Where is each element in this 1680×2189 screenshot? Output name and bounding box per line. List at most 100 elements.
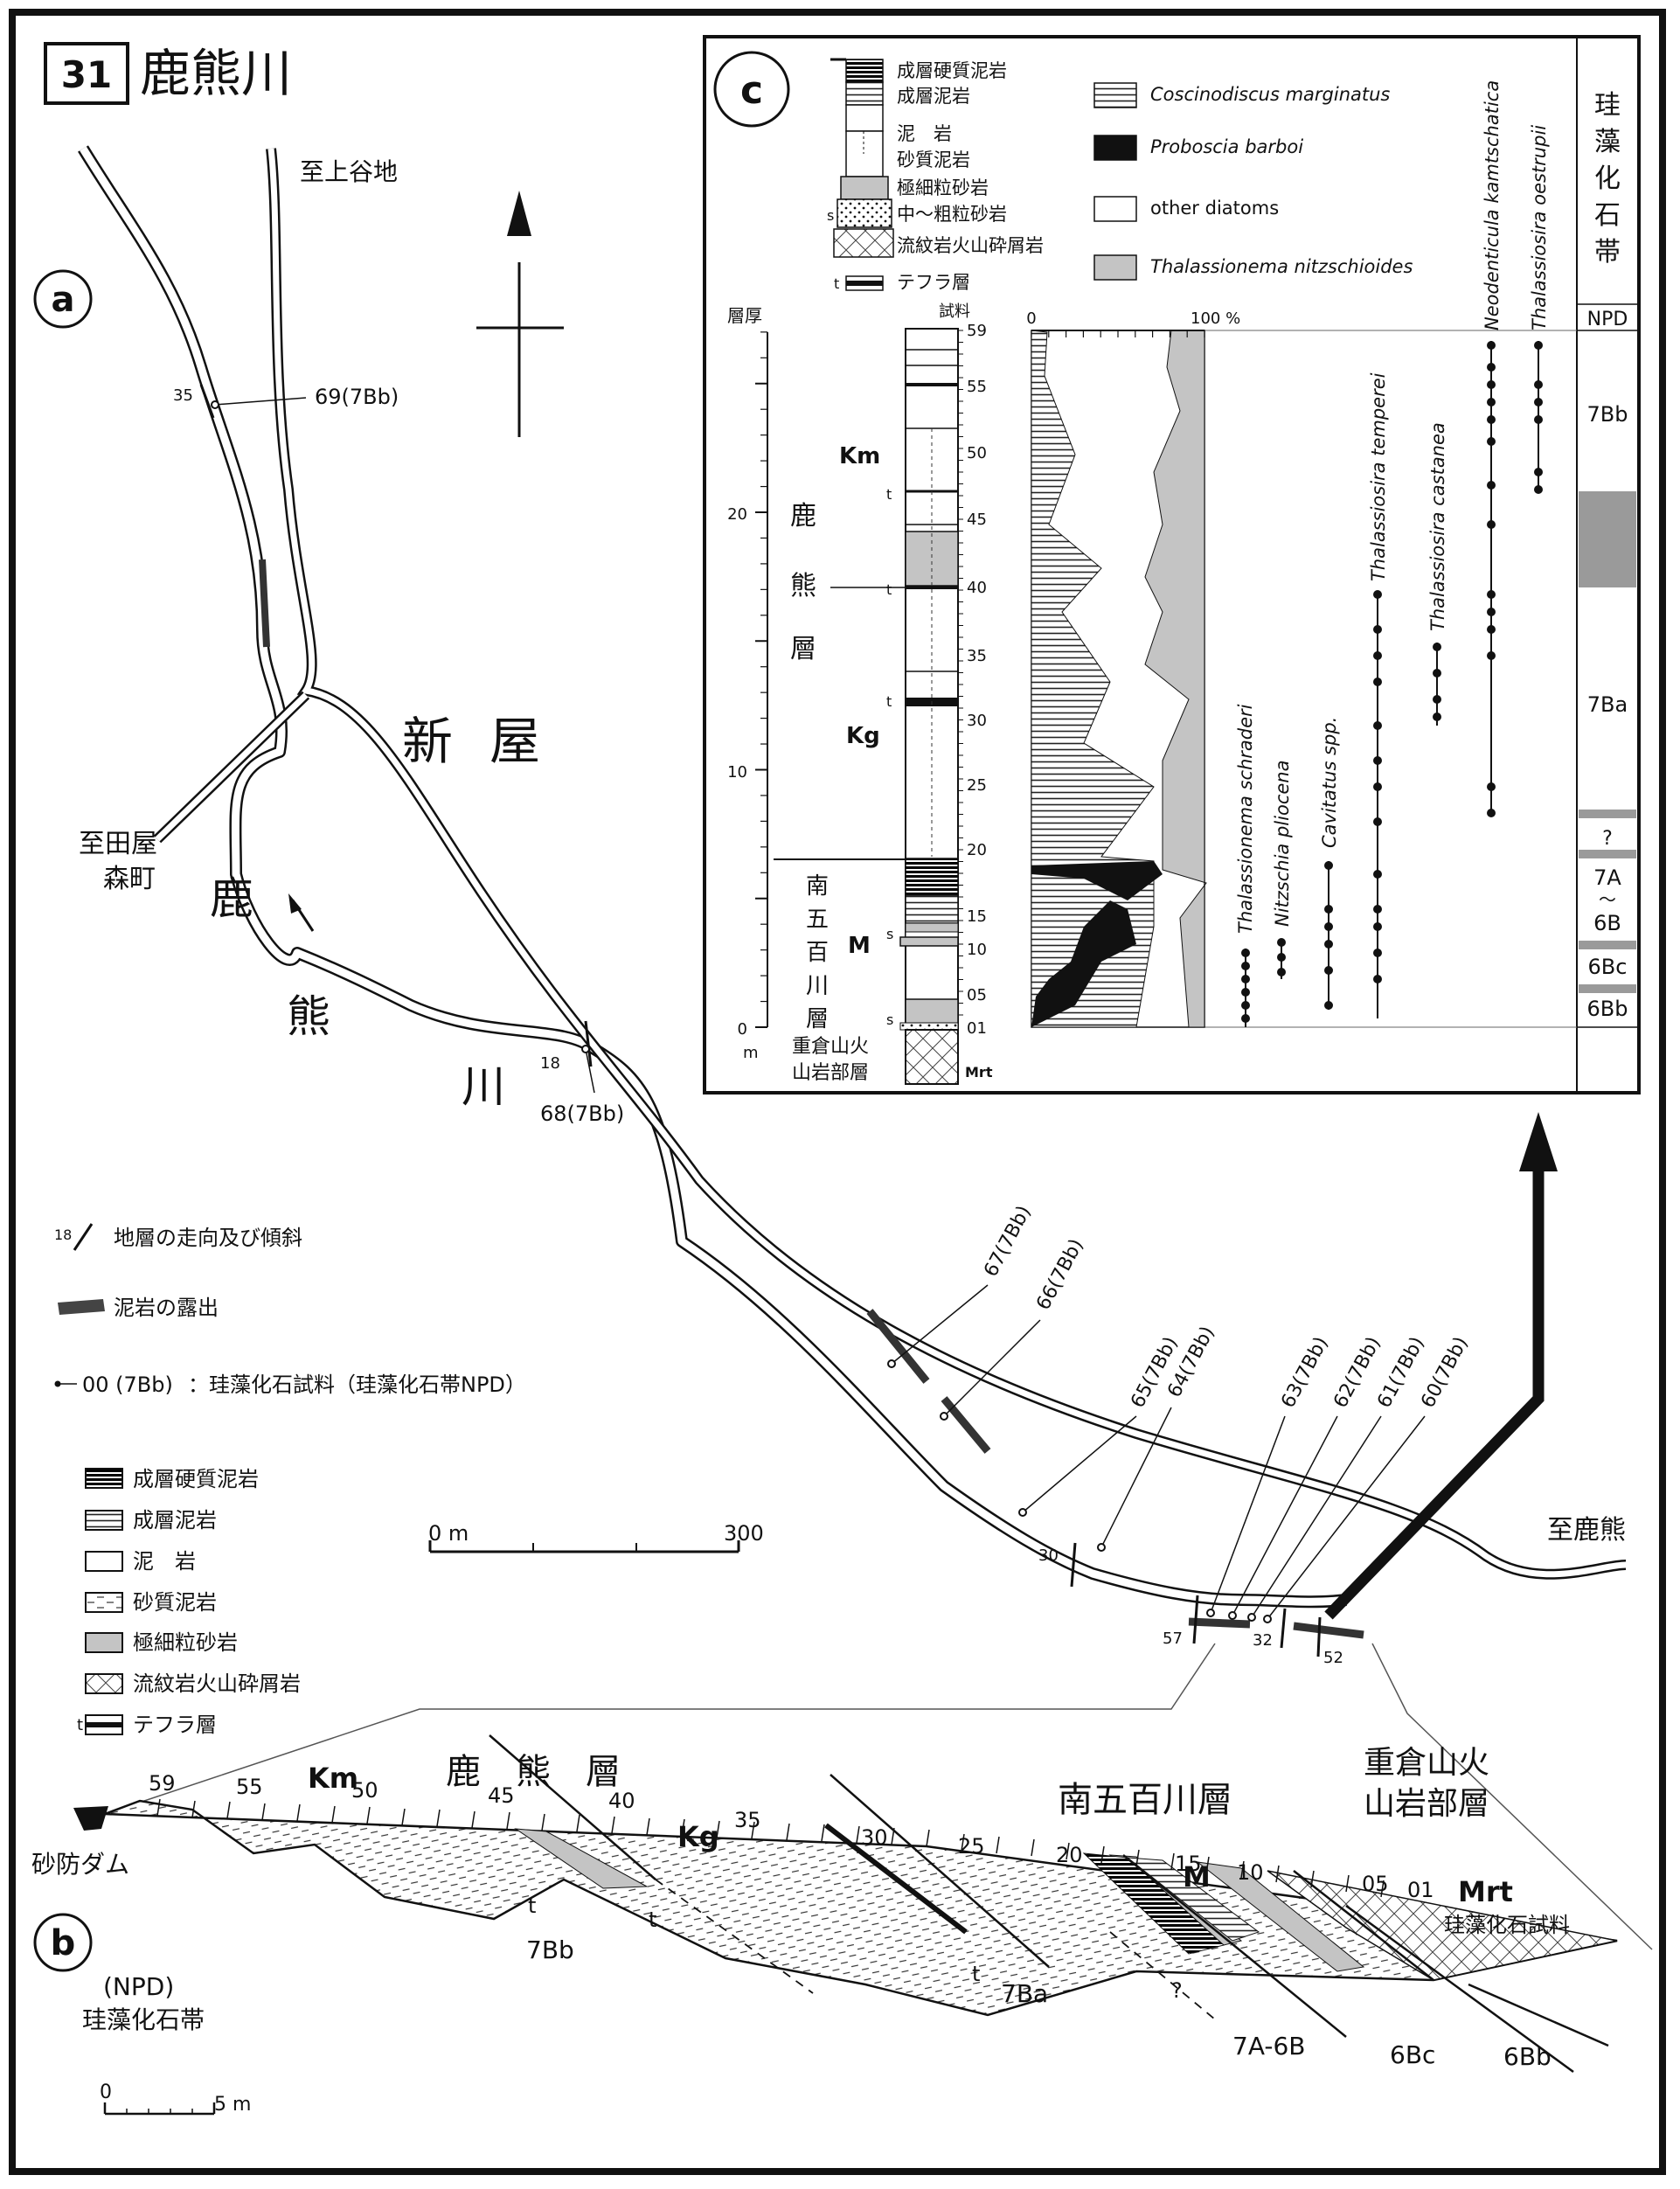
member-mrt: Mrt [1458, 1875, 1513, 1908]
section-sample-number: 30 [861, 1825, 888, 1850]
zone-label: 7A [1593, 865, 1621, 890]
legend-mudstone-outcrop: 泥岩の露出 [114, 1296, 219, 1320]
column-member-m: M [848, 933, 871, 959]
formation-shikakuma: 鹿 熊 層 [446, 1752, 621, 1792]
column-formation-char: 五 [806, 907, 829, 933]
panel-c-label: c [740, 68, 763, 113]
legend-tephra-mark: t [77, 1716, 83, 1734]
column-legend-label: 砂質泥岩 [897, 149, 970, 170]
label-to-shikakuma: 至鹿熊 [1547, 1515, 1626, 1546]
zone-label: 7Ba [1587, 692, 1628, 717]
member-km: Km [308, 1762, 358, 1795]
zone-label: 6Bb [1587, 997, 1628, 1021]
diatom-abundance-chart [1031, 330, 1207, 1028]
column-legend-label: 極細粒砂岩 [897, 177, 989, 198]
column-member-kg: Kg [846, 723, 880, 749]
section-sample-number: 40 [608, 1789, 635, 1813]
column-member-mrt: Mrt [965, 1064, 993, 1081]
column-tephra-mark: t [886, 581, 892, 598]
sample-tick-label: 05 [967, 986, 987, 1004]
zone-header-char: 藻 [1594, 127, 1621, 157]
dip-value: 35 [173, 386, 193, 405]
formation-minami: 南五百川層 [1058, 1780, 1232, 1820]
sample-tick-label: 25 [967, 776, 987, 795]
sample-tick-label: 10 [967, 941, 987, 959]
zone-label: 6Bc [1390, 2040, 1435, 2069]
section-sample-number: 55 [236, 1775, 263, 1799]
sample-label: 63(7Bb) [1277, 1333, 1332, 1412]
taxon-name: Thalassiosira oestrupii [1529, 125, 1550, 330]
legend-dip-value: 18 [54, 1227, 72, 1243]
column-formation-char: 川 [806, 973, 829, 999]
percent-axis [1031, 330, 1205, 337]
column-legend [830, 58, 894, 291]
column-legend-label: 流紋岩火山砕屑岩 [897, 235, 1044, 256]
zone-column [1577, 303, 1638, 1028]
lith-legend-label: 成層泥岩 [133, 1508, 217, 1532]
sabo-dam-icon [73, 1806, 108, 1831]
lith-legend-label: 泥 岩 [133, 1549, 196, 1574]
north-arrow-icon [507, 191, 531, 236]
thickness-unit: m [743, 1044, 759, 1062]
column-legend-label: 成層硬質泥岩 [897, 60, 1007, 81]
label-sabo-dam: 砂防ダム [31, 1850, 129, 1879]
lith-legend-label: 成層硬質泥岩 [133, 1467, 259, 1491]
dip-value: 18 [540, 1054, 560, 1073]
zone-header-char: 化 [1594, 163, 1621, 194]
sample-tick-label: 15 [967, 907, 987, 926]
river-name-1: 鹿 [210, 873, 253, 924]
zone-label: 6Bc [1588, 955, 1628, 979]
zone-npd: NPD [1587, 309, 1628, 330]
sample-label: 66(7Bb) [1032, 1235, 1087, 1314]
column-tephra-mark: t [886, 486, 892, 503]
column-formation-char: 百 [806, 940, 829, 966]
diatom-legend [1093, 82, 1137, 281]
zone-label: 6Bb [1503, 2042, 1552, 2071]
lithology-legend: t [77, 1468, 123, 1735]
section-sample-number: 01 [1407, 1878, 1434, 1902]
npd-label: (NPD) [103, 1972, 174, 2001]
panel-b-label: b [51, 1923, 76, 1963]
diatom-legend-label: Thalassionema nitzschioides [1150, 256, 1413, 277]
section-sample-number: 25 [958, 1834, 985, 1859]
dip-value: 52 [1323, 1649, 1343, 1667]
label-to-taya: 至田屋 [79, 829, 157, 859]
column-legend-label: 成層泥岩 [897, 86, 970, 107]
map-scale-start: 0 m [428, 1521, 469, 1546]
section-sample-number: 05 [1362, 1872, 1389, 1896]
tephra-mark: t [528, 1894, 536, 1918]
map-scale-bar [428, 1540, 740, 1553]
mudstone-outcrop-icon [58, 1299, 105, 1315]
column-tephra-mark: t [886, 693, 892, 710]
legend-strike-dip: 地層の走向及び傾斜 [114, 1226, 302, 1250]
thickness-label: 層厚 [727, 305, 762, 326]
map-scale-end: 300 [724, 1521, 764, 1546]
panel-c-badge [713, 51, 790, 128]
panel-b-badge [33, 1913, 93, 1972]
section-sample-number: 50 [351, 1778, 378, 1803]
section-scale-end: 5 m [214, 2094, 251, 2116]
column-shigekura: 重倉山火 [792, 1036, 869, 1058]
lithology-column [899, 328, 959, 1085]
taxon-name: Neodenticula kamtschatica [1482, 80, 1503, 330]
column-formation-char: 南 [806, 873, 829, 900]
lith-legend-label: 砂質泥岩 [133, 1590, 217, 1615]
column-formation-char: 鹿 [790, 501, 816, 532]
section-sample-number: 20 [1056, 1843, 1083, 1867]
thickness-tick-label: 0 [738, 1020, 747, 1039]
column-shigekura: 山岩部層 [792, 1062, 869, 1084]
section-sample-number: 59 [149, 1771, 176, 1796]
section-sample-number: 45 [488, 1783, 515, 1808]
sample-tick-label: 30 [967, 712, 987, 730]
taxon-name: Nitzschia pliocena [1272, 761, 1293, 927]
legend-sample-symbol: 00 (7Bb) [82, 1372, 173, 1397]
member-kg: Kg [677, 1820, 719, 1853]
taxon-name: Cavitatus spp. [1319, 717, 1340, 848]
diatom-legend-label: Proboscia barboi [1150, 136, 1303, 157]
member-m: M [1183, 1860, 1211, 1894]
dip-value: 32 [1253, 1631, 1273, 1650]
diatom-sample-label: 珪藻化石試料 [1444, 1913, 1570, 1937]
sample-tick-label: 50 [967, 444, 987, 462]
legend-tephra-mark: t [834, 275, 839, 292]
